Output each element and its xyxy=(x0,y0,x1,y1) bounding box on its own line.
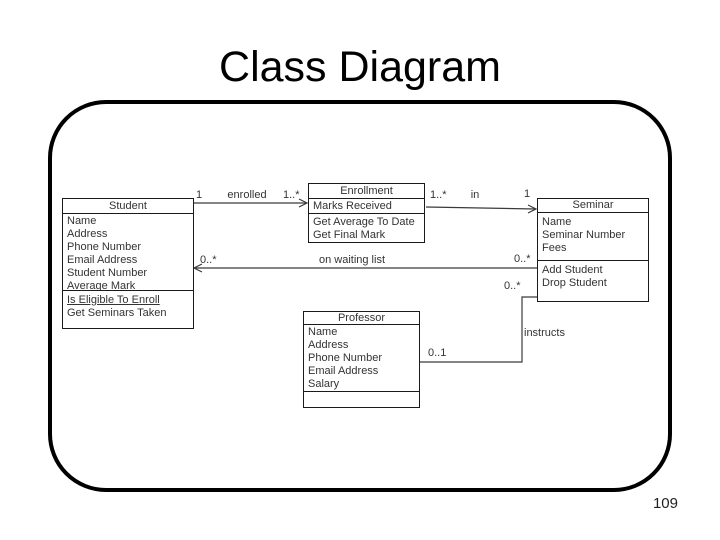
attribute: Average Mark xyxy=(67,280,136,291)
class-box-professor: Professor Name Address Phone Number Emai… xyxy=(303,311,420,408)
attribute: Student Number xyxy=(67,267,148,279)
page-number: 109 xyxy=(652,495,678,512)
seminar-operations-compartment: Add Student Drop Student xyxy=(538,261,648,290)
attribute: Email Address xyxy=(308,365,379,377)
operation: Is Eligible To Enroll xyxy=(67,294,160,306)
multiplicity-student-waiting-list: 0..* xyxy=(200,254,217,266)
class-box-seminar: Seminar Name Seminar Number Fees Add Stu… xyxy=(537,198,649,302)
attribute: Marks Received xyxy=(313,200,392,212)
operation: Get Final Mark xyxy=(313,229,386,241)
class-box-student: Student Name Address Phone Number Email … xyxy=(62,198,194,329)
attribute: Email Address xyxy=(67,254,138,266)
attribute: Salary xyxy=(308,378,340,390)
class-name-seminar: Seminar xyxy=(538,199,648,213)
attribute: Seminar Number xyxy=(542,229,626,241)
association-label-in: in xyxy=(470,189,480,201)
attribute: Fees xyxy=(542,242,567,254)
attribute: Name xyxy=(308,326,338,338)
student-attributes-compartment: Name Address Phone Number Email Address … xyxy=(63,214,193,291)
seminar-attributes-compartment: Name Seminar Number Fees xyxy=(538,213,648,261)
operation: Add Student xyxy=(542,264,603,276)
student-operations-compartment: Is Eligible To Enroll Get Seminars Taken xyxy=(63,291,193,320)
operation: Drop Student xyxy=(542,277,607,289)
multiplicity-seminar-waiting-list: 0..* xyxy=(514,253,531,265)
class-name-student: Student xyxy=(63,199,193,214)
multiplicity-professor-instructs: 0..1 xyxy=(428,347,447,359)
professor-operations-compartment-empty xyxy=(304,392,419,393)
attribute: Phone Number xyxy=(67,241,141,253)
multiplicity-seminar-instructs: 0..* xyxy=(504,280,521,292)
class-name-professor: Professor xyxy=(304,312,419,325)
operation: Get Average To Date xyxy=(313,216,415,228)
operation: Get Seminars Taken xyxy=(67,307,167,319)
enrollment-operations-compartment: Get Average To Date Get Final Mark xyxy=(309,214,424,242)
enrollment-attributes-compartment: Marks Received xyxy=(309,199,424,214)
attribute: Phone Number xyxy=(308,352,382,364)
multiplicity-student-enrolled: 1 xyxy=(196,189,203,201)
association-label-enrolled: enrolled xyxy=(227,189,267,201)
slide-title: Class Diagram xyxy=(219,43,501,91)
attribute: Name xyxy=(542,216,572,228)
multiplicity-enrollment-in: 1..* xyxy=(430,189,447,201)
attribute: Address xyxy=(308,339,349,351)
class-box-enrollment: Enrollment Marks Received Get Average To… xyxy=(308,183,425,243)
multiplicity-enrollment-enrolled: 1..* xyxy=(283,189,300,201)
association-label-on-waiting-list: on waiting list xyxy=(318,254,386,266)
attribute: Name xyxy=(67,215,97,227)
professor-attributes-compartment: Name Address Phone Number Email Address … xyxy=(304,325,419,392)
class-name-enrollment: Enrollment xyxy=(309,184,424,199)
association-label-instructs: instructs xyxy=(524,327,565,339)
attribute: Address xyxy=(67,228,108,240)
multiplicity-seminar-in: 1 xyxy=(524,188,531,200)
